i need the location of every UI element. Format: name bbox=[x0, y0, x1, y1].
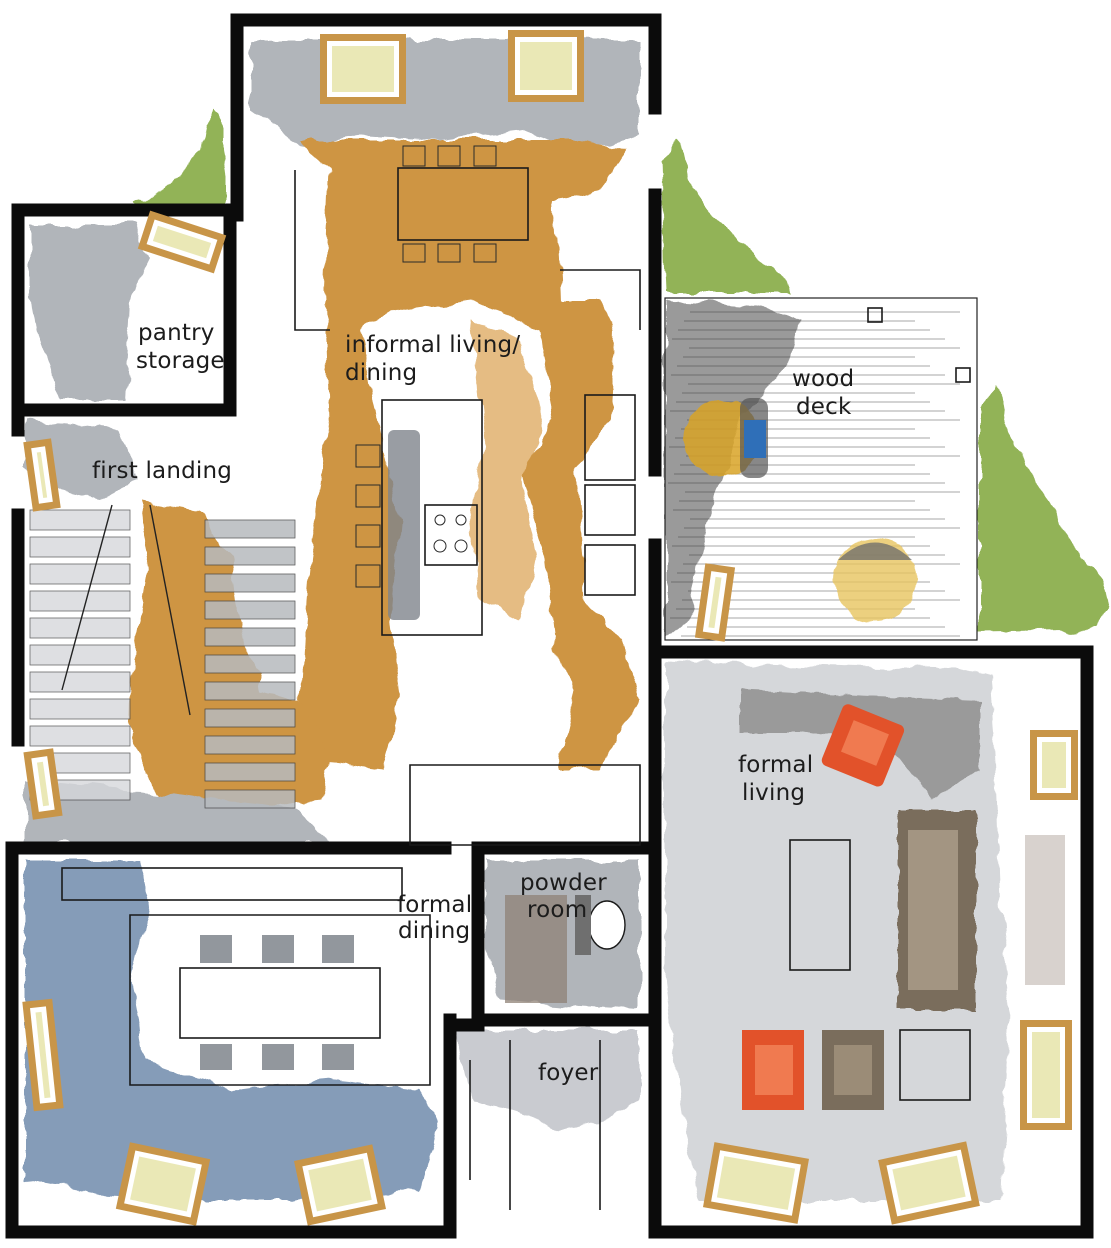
window-icon bbox=[22, 998, 64, 1112]
svg-text:pantry storage: pantry storage bbox=[136, 320, 225, 374]
svg-text:informal living/ dining: informal living/ dining bbox=[345, 332, 528, 386]
window-icon bbox=[23, 748, 63, 820]
chair-icon bbox=[822, 1030, 884, 1110]
window-icon bbox=[320, 34, 406, 104]
window-icon bbox=[508, 30, 584, 102]
dining-table-informal bbox=[397, 167, 529, 241]
label-formal-living-1: formal bbox=[738, 752, 813, 778]
label-formal-dining-1: formal bbox=[397, 892, 472, 918]
refrigerator bbox=[584, 394, 636, 481]
oven bbox=[584, 484, 636, 536]
chair-icon bbox=[821, 704, 905, 787]
staircase bbox=[29, 504, 296, 809]
window-icon bbox=[1030, 730, 1078, 800]
kitchen-island bbox=[381, 399, 483, 636]
chair-icon bbox=[742, 1030, 804, 1110]
label-powder-2: room bbox=[527, 897, 587, 923]
label-powder-1: powder bbox=[520, 870, 607, 896]
dining-table-formal bbox=[179, 967, 381, 1039]
label-informal-2: dining bbox=[345, 360, 417, 386]
window-icon bbox=[294, 1144, 386, 1226]
window-icon bbox=[1020, 1020, 1072, 1130]
island-sink bbox=[388, 430, 420, 620]
artwork bbox=[1025, 835, 1065, 985]
label-formal-dining-2: dining bbox=[398, 918, 470, 944]
vanity bbox=[505, 895, 567, 1003]
label-first-landing: first landing bbox=[92, 458, 232, 484]
furniture bbox=[61, 145, 1065, 1210]
chair-icon bbox=[833, 538, 917, 622]
label-formal-living-2: living bbox=[742, 780, 805, 806]
svg-text:formal dining: formal dining bbox=[397, 892, 480, 944]
label-deck-1: wood bbox=[792, 366, 854, 392]
svg-text:wood deck: wood deck bbox=[792, 366, 862, 420]
svg-text:formal living: formal living bbox=[738, 752, 821, 806]
cooktop-icon bbox=[424, 504, 478, 566]
window-icon bbox=[23, 438, 61, 512]
plant-icon bbox=[135, 108, 226, 212]
room-labels: pantry storage informal living/ dining w… bbox=[92, 320, 862, 1086]
deck-planks bbox=[664, 297, 978, 641]
window-icon bbox=[702, 1142, 810, 1224]
plant-icon bbox=[660, 140, 790, 292]
label-deck-2: deck bbox=[796, 394, 852, 420]
sofa-icon bbox=[898, 810, 976, 1010]
label-pantry-1: pantry bbox=[138, 320, 215, 346]
side-table bbox=[899, 1029, 971, 1101]
svg-text:powder room: powder room bbox=[520, 870, 614, 923]
wall-oven bbox=[584, 544, 636, 596]
windows bbox=[22, 30, 1078, 1226]
coffee-table bbox=[789, 839, 851, 971]
window-icon bbox=[878, 1141, 980, 1225]
window-icon bbox=[115, 1142, 211, 1226]
foliage bbox=[135, 108, 1108, 632]
chair-icon bbox=[684, 398, 768, 478]
plant-icon bbox=[980, 385, 1108, 632]
label-foyer: foyer bbox=[538, 1060, 599, 1086]
walls bbox=[5, 13, 1094, 1239]
label-informal-1: informal living/ bbox=[345, 332, 520, 358]
window-icon bbox=[137, 210, 227, 274]
label-pantry-2: storage bbox=[136, 348, 225, 374]
toilet-icon bbox=[575, 895, 626, 955]
window-icon bbox=[694, 563, 736, 642]
